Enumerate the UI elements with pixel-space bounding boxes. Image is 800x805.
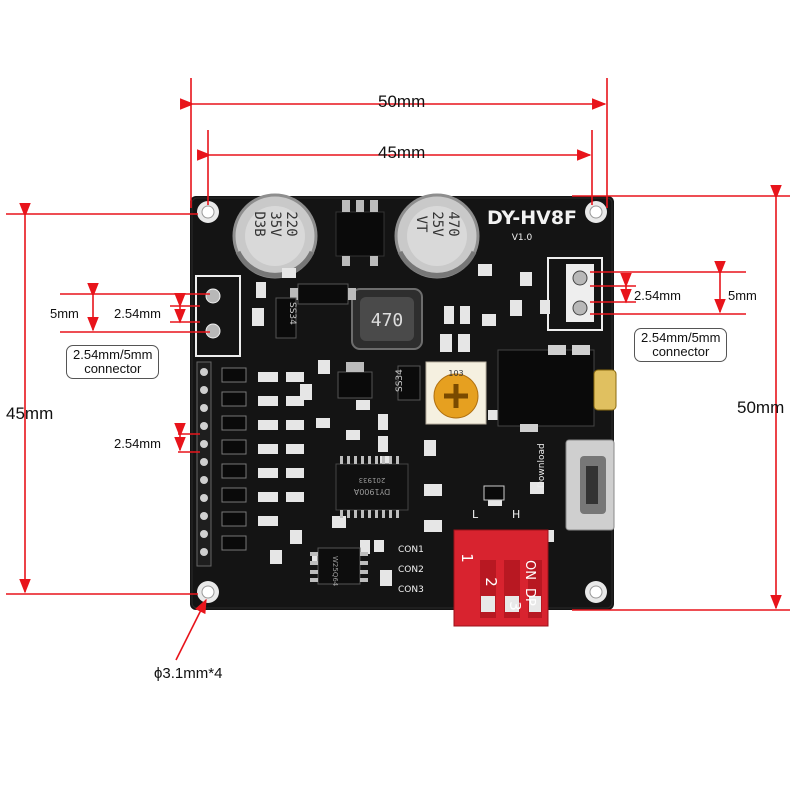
download-label: Download [537, 443, 547, 488]
height-holes-label: 45mm [6, 404, 54, 423]
height-outer-label: 50mm [737, 398, 785, 417]
transistor [337, 362, 373, 399]
width-holes-label: 45mm [378, 143, 426, 162]
dip-switch: 1 2 3 ON DP [453, 529, 549, 627]
left-screw-terminal [195, 275, 241, 357]
left-gap-label: 5mm [50, 306, 79, 321]
regulator-chip [335, 200, 385, 266]
diode-ss34-mid-label: SS34 [395, 369, 405, 392]
dip-number-2: 2 [482, 577, 500, 587]
chip-marking-1: DY1900A [353, 487, 390, 496]
diode-ss34-left-label: SS34 [287, 302, 297, 325]
dip-number-3: 3 [506, 601, 524, 611]
capacitor-left: 220 35V D3B [232, 193, 318, 279]
con3-label: CON3 [398, 585, 424, 595]
board-version-label: V1.0 [512, 233, 533, 243]
audio-jack [497, 345, 617, 432]
download-button [483, 485, 505, 501]
left-callout-line2: connector [84, 361, 142, 376]
left-pitch-label: 2.54mm [114, 306, 161, 321]
inductor: 470 [351, 288, 423, 350]
right-gap-label: 5mm [728, 288, 757, 303]
cap-left-line2: 35V [267, 211, 283, 237]
cap-right-line1: 470 [445, 211, 461, 236]
inductor-value: 470 [371, 310, 404, 331]
dimension-lines [6, 78, 790, 661]
mounting-hole-spec: ϕ3.1mm*4 [154, 665, 223, 682]
main-chip: DY1900A 201933 [335, 456, 409, 518]
cap-right-line3: VT [413, 216, 429, 233]
diode-ss34-left: SS34 [275, 297, 297, 339]
flash-chip-marking: W25Q64 [331, 556, 339, 587]
chip-marking-2: 201933 [359, 476, 386, 484]
dip-number-1: 1 [458, 553, 476, 563]
level-high-label: H [512, 508, 520, 521]
trimpot-label: 103 [448, 369, 463, 378]
mounting-holes [197, 201, 607, 603]
right-screw-terminal [547, 257, 603, 331]
smd-components [252, 264, 554, 586]
right-callout-line1: 2.54mm/5mm [641, 330, 721, 345]
diode-top [290, 283, 356, 305]
dip-on-label: ON [522, 560, 537, 580]
cap-left-line3: D3B [251, 211, 267, 236]
level-low-label: L [472, 508, 479, 521]
left-connector-callout: 2.54mm/5mm connector [66, 345, 160, 379]
board-model-label: DY-HV8F [487, 207, 577, 229]
header-pitch-label: 2.54mm [114, 436, 161, 451]
capacitor-right: 470 25V VT [394, 193, 480, 279]
left-component-column [221, 367, 304, 551]
trimpot: 103 [425, 361, 487, 425]
con1-label: CON1 [398, 545, 424, 555]
right-pitch-label: 2.54mm [634, 288, 681, 303]
right-connector-callout: 2.54mm/5mm connector [634, 328, 728, 362]
right-callout-line2: connector [652, 344, 710, 359]
pin-header [196, 361, 212, 567]
width-outer-label: 50mm [378, 92, 426, 111]
cap-left-line1: 220 [283, 211, 299, 236]
con2-label: CON2 [398, 565, 424, 575]
micro-usb-port [565, 439, 615, 531]
diode-ss34-mid: SS34 [395, 365, 421, 401]
cap-right-line2: 25V [429, 211, 445, 237]
flash-chip: W25Q64 [310, 547, 368, 587]
left-callout-line1: 2.54mm/5mm [73, 347, 153, 362]
dip-brand-label: DP [522, 588, 537, 606]
